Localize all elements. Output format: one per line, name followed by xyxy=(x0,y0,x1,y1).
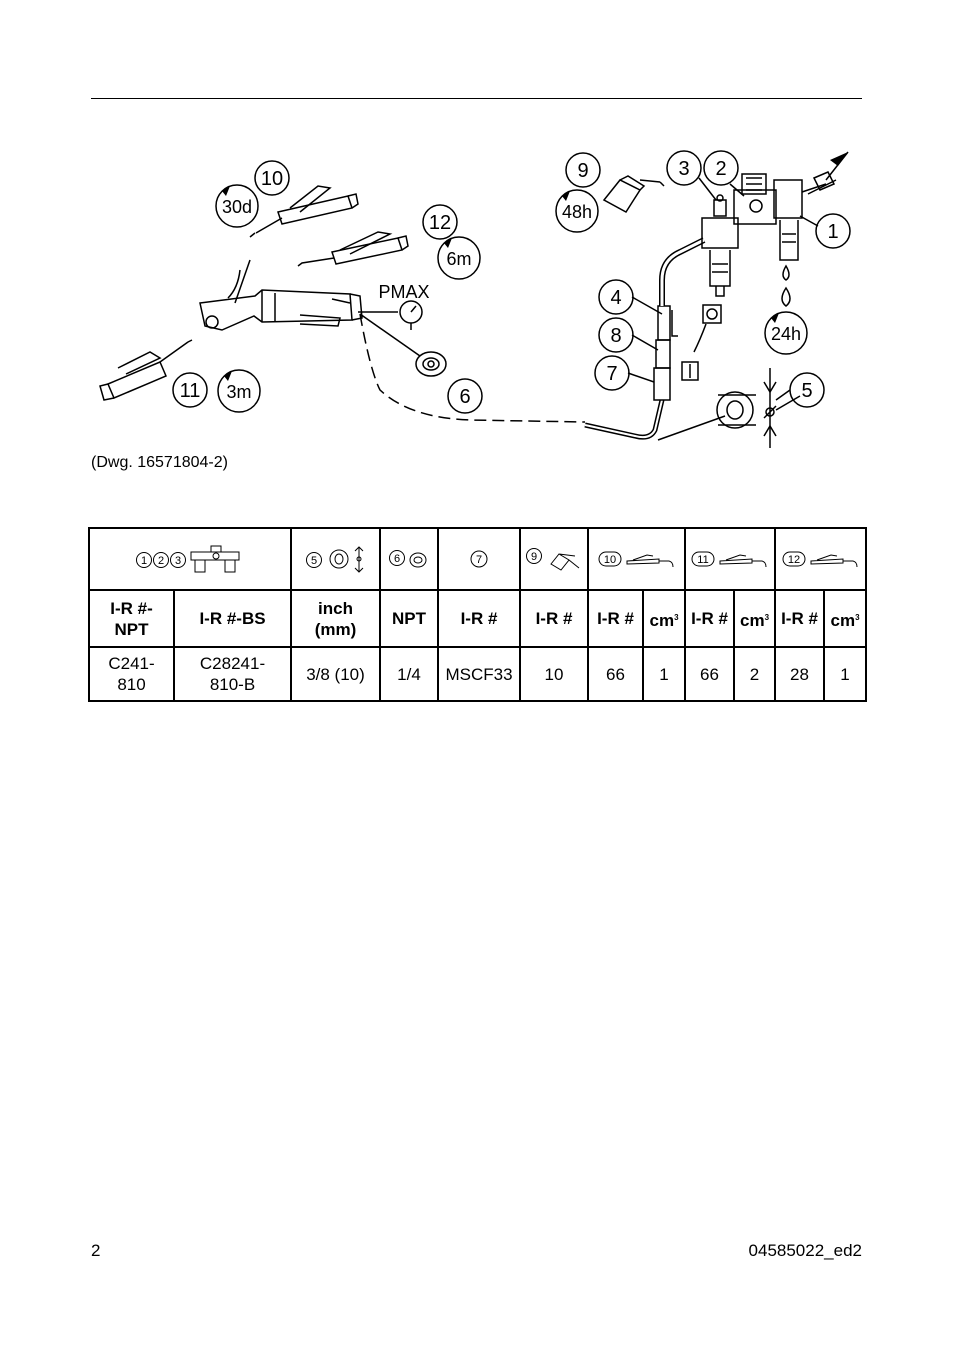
grease-gun-10-icon-cell: 10 xyxy=(587,527,686,591)
table-cell: 3/8 (10) xyxy=(290,646,381,702)
interval-24h: 24h xyxy=(771,324,801,344)
interval-3m: 3m xyxy=(226,382,251,402)
interval-30d: 30d xyxy=(222,197,252,217)
callout-1: 1 xyxy=(827,221,838,243)
table-cell: 10 xyxy=(519,646,589,702)
grease-gun-11-icon xyxy=(99,339,193,401)
coupling-num: 6 xyxy=(394,553,400,565)
icon-header-row: 1 2 3 5 6 xyxy=(88,527,867,591)
hose-num: 5 xyxy=(310,555,316,567)
table-cell: 2 xyxy=(733,646,776,702)
callout-9: 9 xyxy=(577,160,588,182)
callout-8: 8 xyxy=(610,325,621,347)
callout-5: 5 xyxy=(801,380,812,402)
frl-header-icon: 1 2 3 xyxy=(136,545,240,573)
frl-unit-icon xyxy=(701,151,849,297)
coupling-icon-cell: 6 xyxy=(379,527,439,591)
callout-11: 11 xyxy=(180,380,201,402)
col-header: I-R # xyxy=(684,589,735,648)
table-cell: 1 xyxy=(823,646,867,702)
ratchet-wrench-icon xyxy=(199,259,363,331)
col-header: I-R # xyxy=(519,589,589,648)
table-cell: 66 xyxy=(587,646,644,702)
lubrication-drawing: 10 12 11 6 9 3 2 1 4 8 7 5 30d 6m 3m 48h… xyxy=(99,150,851,448)
interval-6m: 6m xyxy=(446,249,471,269)
table-cell: 66 xyxy=(684,646,735,702)
col-header: inch (mm) xyxy=(290,589,381,648)
connector-num: 7 xyxy=(476,554,482,566)
coupling-icon xyxy=(415,351,447,377)
grease-gun-10-header-icon: 10 xyxy=(598,551,673,568)
grease-gun-11-header-icon: 11 xyxy=(691,551,767,568)
callout-3: 3 xyxy=(678,158,689,180)
frl-icon-cell: 1 2 3 xyxy=(88,527,292,591)
table-cell: MSCF33 xyxy=(437,646,521,702)
grease-gun-12-icon-cell: 12 xyxy=(774,527,867,591)
table-cell: 28 xyxy=(774,646,825,702)
callout-6: 6 xyxy=(459,386,470,408)
col-header: I-R # xyxy=(774,589,825,648)
hose-header-icon: 5 xyxy=(305,546,363,573)
col-header: I-R #-BS xyxy=(173,589,292,648)
oil-can-icon-cell: 9 xyxy=(519,527,589,591)
table-row: C241- 810 C28241- 810-B 3/8 (10) 1/4 MSC… xyxy=(88,646,867,702)
frl-num-3: 3 xyxy=(175,555,181,567)
col-header: I-R #- NPT xyxy=(88,589,175,648)
oil-can-header-icon: 9 xyxy=(526,548,580,571)
coupling-header-icon: 6 xyxy=(389,550,427,568)
gun-10-num: 10 xyxy=(603,554,615,566)
col-header: I-R # xyxy=(587,589,644,648)
col-header: NPT xyxy=(379,589,439,648)
hose-icon-cell: 5 xyxy=(290,527,381,591)
col-header: I-R # xyxy=(437,589,521,648)
grease-gun-12-icon xyxy=(297,231,409,267)
frl-num-2: 2 xyxy=(158,555,164,567)
connector-icon-cell: 7 xyxy=(437,527,521,591)
callout-4: 4 xyxy=(610,287,621,309)
col-header-cm: cm3 xyxy=(642,589,686,648)
spec-table: 1 2 3 5 6 xyxy=(88,527,867,702)
pmax-label: PMAX xyxy=(378,282,429,302)
oil-can-icon xyxy=(602,175,665,213)
document-id: 04585022_ed2 xyxy=(748,1241,862,1260)
oil-can-num: 9 xyxy=(531,551,537,563)
callout-12: 12 xyxy=(429,212,451,234)
interval-48h: 48h xyxy=(562,202,592,222)
table-cell: 1/4 xyxy=(379,646,439,702)
grease-gun-12-header-icon: 12 xyxy=(782,551,857,568)
frl-num-1: 1 xyxy=(141,555,147,567)
gun-11-num: 11 xyxy=(697,554,708,566)
callout-10: 10 xyxy=(261,168,283,190)
oil-drop-icon xyxy=(782,264,790,281)
table-cell: C28241- 810-B xyxy=(173,646,292,702)
drawing-caption: (Dwg. 16571804-2) xyxy=(91,454,228,471)
col-header-cm: cm3 xyxy=(823,589,867,648)
callout-7: 7 xyxy=(606,363,617,385)
table-cell: 1 xyxy=(642,646,686,702)
column-header-row: I-R #- NPT I-R #-BS inch (mm) NPT I-R # … xyxy=(88,589,867,648)
hose-diameter-icon xyxy=(716,368,801,448)
header-rule xyxy=(91,98,862,99)
gun-12-num: 12 xyxy=(787,554,799,566)
table-cell: C241- 810 xyxy=(88,646,175,702)
grease-gun-11-icon-cell: 11 xyxy=(684,527,776,591)
page-number: 2 xyxy=(91,1241,101,1260)
connector-header-icon: 7 xyxy=(470,550,488,568)
callout-2: 2 xyxy=(715,158,726,180)
col-header-cm: cm3 xyxy=(733,589,776,648)
grease-gun-10-icon xyxy=(249,185,359,238)
